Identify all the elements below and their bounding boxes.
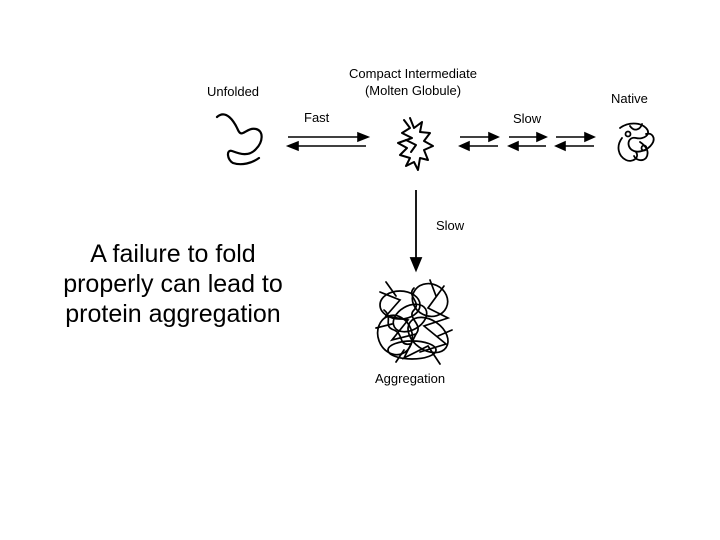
native-protein-icon (617, 122, 655, 162)
intermediate-label-line2: (Molten Globule) (364, 83, 462, 98)
intermediate-label-line1: Compact Intermediate (349, 66, 477, 81)
unfolded-label: Unfolded (207, 84, 260, 99)
slow-equilibrium-arrows (458, 131, 596, 152)
native-label: Native (611, 91, 648, 106)
unfolded-chain-icon (215, 113, 263, 166)
slow-rate-label: Slow (513, 111, 542, 126)
molten-globule-icon (397, 117, 434, 171)
caption-line: protein aggregation (65, 300, 281, 328)
aggregate-tangle-icon (375, 279, 453, 365)
caption-line: A failure to fold (90, 240, 256, 268)
fast-rate-label: Fast (304, 110, 330, 125)
caption-line: properly can lead to (63, 270, 283, 298)
fast-equilibrium-arrows (285, 131, 371, 152)
aggregation-label: Aggregation (375, 371, 446, 386)
slow-aggregation-rate-label: Slow (436, 218, 465, 233)
aggregation-arrow (409, 190, 423, 273)
caption: A failure to fold properly can lead to p… (28, 239, 318, 329)
